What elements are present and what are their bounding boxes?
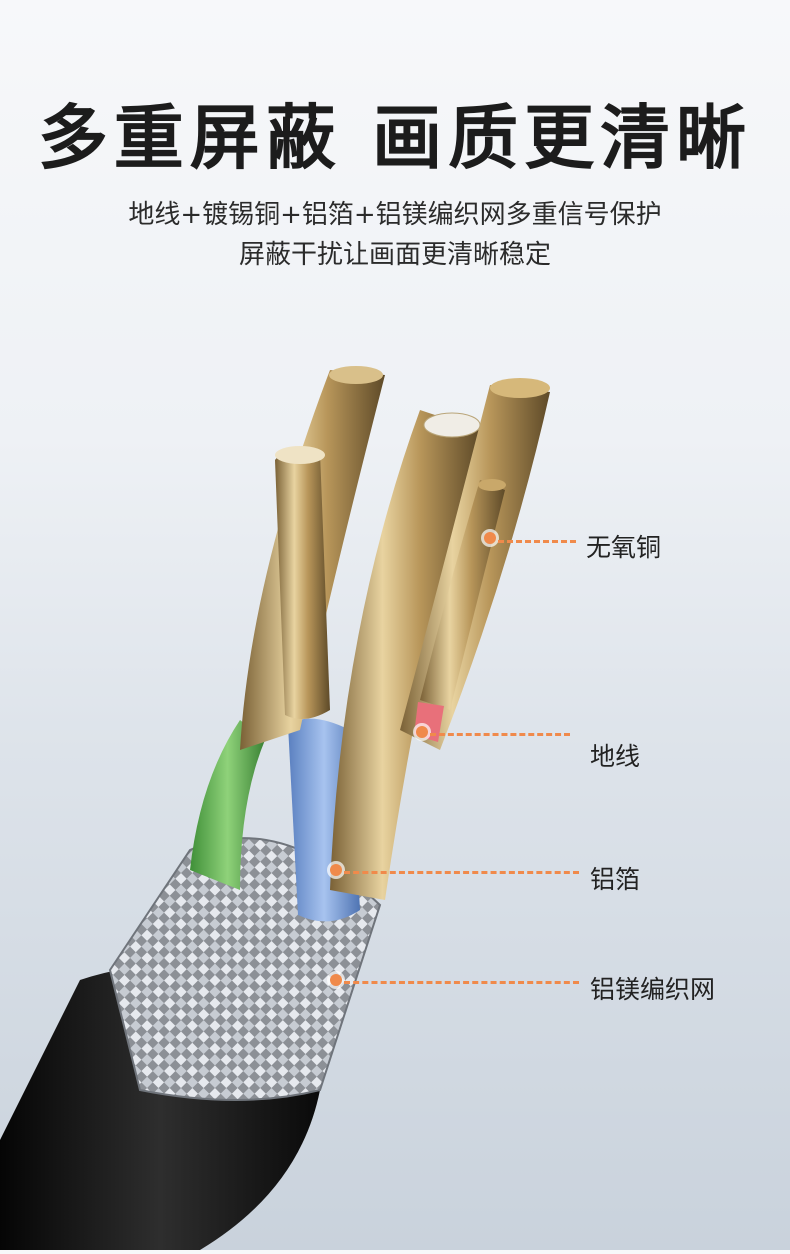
callout-line-ground — [430, 733, 570, 736]
copper-strand-3 — [330, 410, 480, 900]
callout-dot-foil — [330, 864, 342, 876]
callout-dot-mesh — [330, 974, 342, 986]
copper-strand-2 — [275, 449, 330, 719]
page-title: 多重屏蔽 画质更清晰 — [37, 97, 753, 179]
cable-illustration: 无氧铜 地线 铝箔 铝镁编织网 — [0, 330, 790, 1250]
subtitle-line-2: 屏蔽干扰让画面更清晰稳定 — [238, 240, 551, 270]
copper-strand-5 — [420, 480, 505, 710]
subtitle-line-1: 地线+镀锡铜+铝箔+铝镁编织网多重信号保护 — [128, 200, 662, 230]
label-mesh: 铝镁编织网 — [590, 975, 716, 1004]
subtitle: 地线+镀锡铜+铝箔+铝镁编织网多重信号保护 屏蔽干扰让画面更清晰稳定 — [0, 195, 790, 275]
callout-line-copper — [498, 540, 576, 543]
callout-dot-ground — [416, 726, 428, 738]
callout-line-foil — [344, 871, 579, 874]
callout-line-mesh — [344, 981, 579, 984]
green-wire — [190, 720, 265, 890]
label-ground: 地线 — [590, 742, 641, 771]
callout-dot-copper — [484, 532, 496, 544]
cable-svg — [0, 366, 550, 1250]
label-copper: 无氧铜 — [586, 533, 662, 562]
label-foil: 铝箔 — [590, 865, 641, 894]
